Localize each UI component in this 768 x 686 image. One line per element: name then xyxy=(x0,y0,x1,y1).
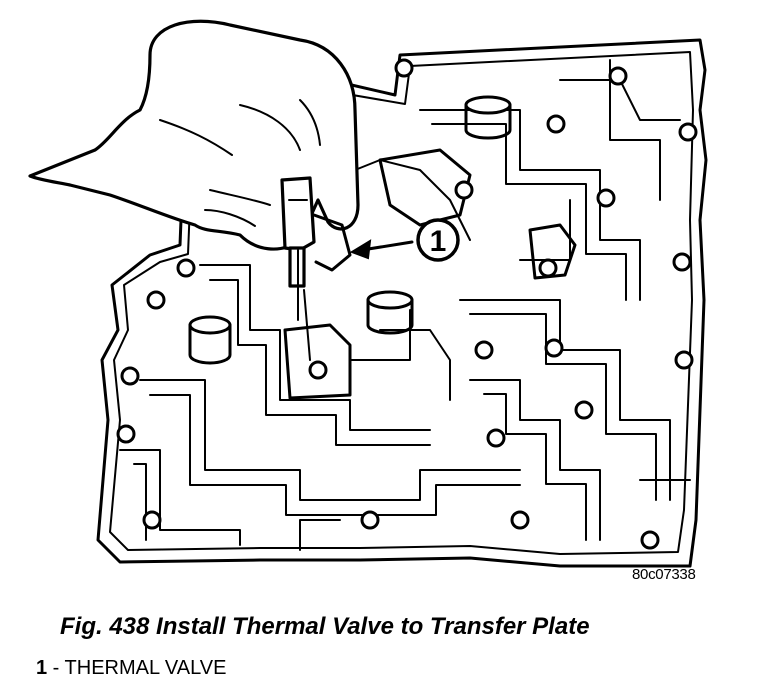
callout-number: 1 xyxy=(430,225,447,258)
legend-number: 1 xyxy=(36,657,48,679)
valve-socket xyxy=(283,323,352,400)
figure-caption: Fig. 438 Install Thermal Valve to Transf… xyxy=(60,613,590,640)
thermal-valve xyxy=(280,176,352,361)
bolt-holes xyxy=(116,58,698,550)
technician-hand xyxy=(28,19,360,251)
legend-separator: - xyxy=(47,657,65,679)
valve-body-illustration: 1 xyxy=(28,19,708,568)
figure-reference-code: 80c07338 xyxy=(632,566,696,583)
valve-bosses xyxy=(188,95,512,365)
callout-1: 1 xyxy=(349,218,460,262)
legend-label: THERMAL VALVE xyxy=(64,657,227,679)
legend-item: 1 - THERMAL VALVE xyxy=(36,657,226,680)
